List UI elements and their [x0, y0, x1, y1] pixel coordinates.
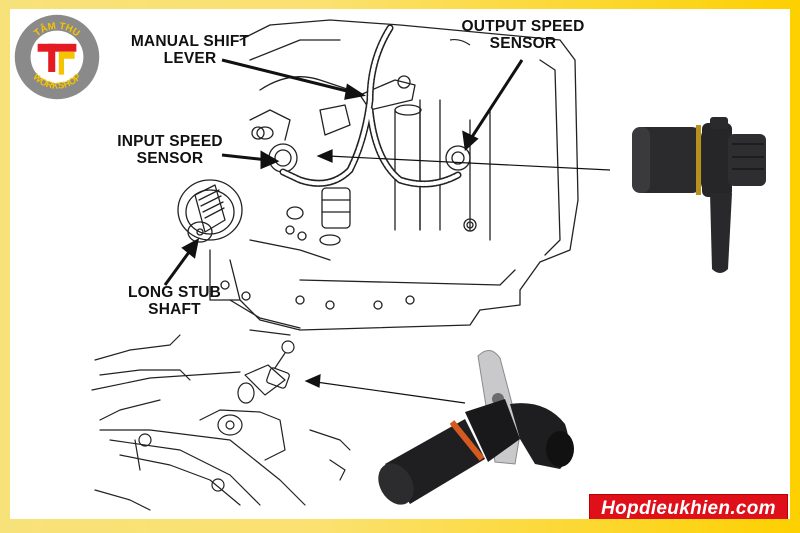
label-line: OUTPUT SPEED — [461, 18, 585, 35]
svg-text:TÂM THU: TÂM THU — [32, 21, 81, 39]
label-line: INPUT SPEED — [117, 133, 223, 150]
label-line: SENSOR — [489, 35, 557, 52]
tam-thu-workshop-logo: TÂM THU WORKSHOP — [14, 14, 100, 100]
label-input-speed-sensor: INPUT SPEED SENSOR — [105, 133, 235, 167]
diagram-panel: MANUAL SHIFT LEVER OUTPUT SPEED SENSOR I… — [10, 9, 790, 519]
watermark-hopdieukhien: Hopdieukhien.com — [589, 494, 788, 519]
speed-sensor-photo-top — [632, 117, 766, 273]
label-manual-shift-lever: MANUAL SHIFT LEVER — [110, 33, 270, 67]
label-line: SENSOR — [136, 150, 204, 167]
transmission-line-drawing — [91, 19, 611, 511]
label-output-speed-sensor: OUTPUT SPEED SENSOR — [438, 18, 608, 52]
logo-top-text: TÂM THU — [32, 21, 81, 39]
label-line: LEVER — [163, 50, 217, 67]
label-long-stub-shaft: LONG STUB SHAFT — [112, 284, 237, 318]
speed-sensor-photo-bottom — [378, 350, 574, 505]
label-line: SHAFT — [148, 301, 201, 318]
label-line: LONG STUB — [127, 284, 222, 301]
label-line: MANUAL SHIFT — [130, 33, 250, 50]
